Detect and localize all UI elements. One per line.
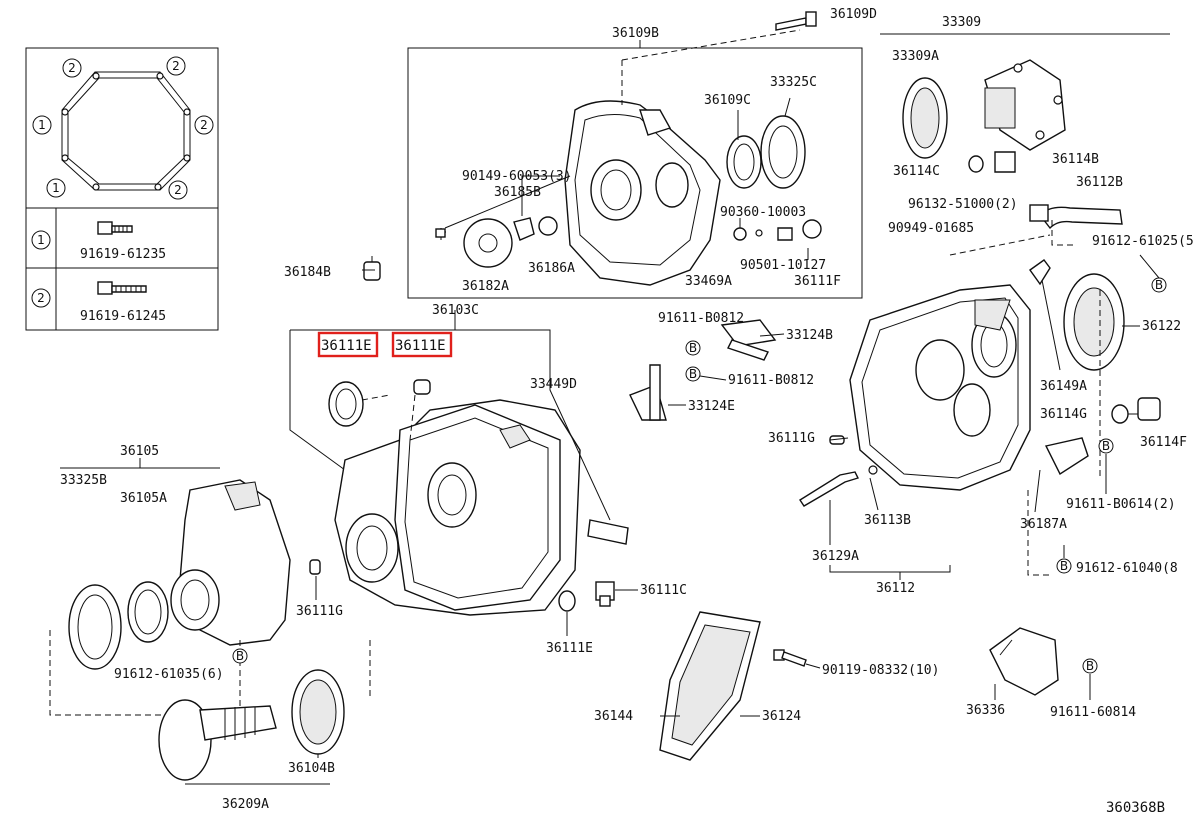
label-36109B: 36109B — [612, 26, 659, 41]
part-labels: 36109B 36109D 33309 33309A 36109C 33325C… — [60, 7, 1194, 816]
label-36124: 36124 — [762, 709, 801, 724]
label-36111F: 36111F — [794, 274, 841, 289]
bolt-icon — [363, 256, 381, 281]
label-36111E-bottom: 36111E — [546, 641, 593, 656]
hose-36112B — [1029, 204, 1123, 230]
label-33309A: 33309A — [892, 49, 939, 64]
label-36114C: 36114C — [893, 164, 940, 179]
label-33124E: 33124E — [688, 399, 735, 414]
case-36112 — [629, 220, 1161, 580]
label-33124B: 33124B — [786, 328, 833, 343]
label-33469A: 33469A — [685, 274, 732, 289]
b-marker: B — [236, 649, 244, 663]
b-marker: B — [1086, 659, 1094, 673]
label-36114B: 36114B — [1052, 152, 1099, 167]
legend-part-1: 91619-61235 — [80, 247, 166, 262]
marker-label: 2 — [37, 291, 45, 305]
b-marker: B — [1155, 278, 1163, 292]
label-36144: 36144 — [594, 709, 633, 724]
label-91611-B0614: 91611-B0614(2) — [1066, 497, 1176, 512]
bolt-icon — [775, 11, 817, 31]
label-91612-61040: 91612-61040(8 — [1076, 561, 1178, 576]
gasket-bolt-holes — [61, 72, 191, 191]
label-36111C: 36111C — [640, 583, 687, 598]
label-36109C: 36109C — [704, 93, 751, 108]
legend-part-2: 91619-61245 — [80, 309, 166, 324]
highlight-box — [317, 331, 379, 358]
oil-pan-36144 — [659, 611, 761, 761]
label-91611-B0812-b: 91611-B0812 — [728, 373, 814, 388]
b-marker: B — [1102, 439, 1110, 453]
b-marker: B — [1060, 559, 1068, 573]
label-36186A: 36186A — [528, 261, 575, 276]
label-90149: 90149-60053(3) — [462, 169, 572, 184]
gasket-legend: 2 2 1 2 1 2 1 2 91619-61235 91619-61245 — [25, 47, 219, 331]
label-36336: 36336 — [966, 703, 1005, 718]
label-36149A: 36149A — [1040, 379, 1087, 394]
label-36111E-highlighted-2: 36111E — [395, 338, 446, 354]
housing-36105 — [49, 458, 371, 716]
output-shaft-36209A — [158, 669, 345, 785]
extension-housing-group — [407, 29, 863, 299]
highlight-box — [391, 331, 453, 358]
label-36103C: 36103C — [432, 303, 479, 318]
bolt-icon — [97, 221, 133, 235]
legend-markers: 2 2 1 2 1 2 1 2 — [31, 56, 214, 308]
marker-label: 2 — [68, 61, 76, 75]
bolt-icon — [773, 649, 807, 667]
label-36114G: 36114G — [1040, 407, 1087, 422]
label-91612-61025: 91612-61025(5 — [1092, 234, 1194, 249]
label-36105: 36105 — [120, 444, 159, 459]
label-33449D: 33449D — [530, 377, 577, 392]
diagram-id: 360368B — [1106, 800, 1165, 816]
label-36112B: 36112B — [1076, 175, 1123, 190]
marker-label: 2 — [200, 118, 208, 132]
label-33309: 33309 — [942, 15, 981, 30]
label-36129A: 36129A — [812, 549, 859, 564]
label-36113B: 36113B — [864, 513, 911, 528]
b-marker: B — [689, 341, 697, 355]
label-36111E-highlighted-1: 36111E — [321, 338, 372, 354]
label-90119: 90119-08332(10) — [822, 663, 939, 678]
label-36185B: 36185B — [494, 185, 541, 200]
label-91611-B0812-a: 91611-B0812 — [658, 311, 744, 326]
bracket-36336 — [989, 627, 1059, 696]
marker-label: 1 — [52, 181, 60, 195]
label-36187A: 36187A — [1020, 517, 1067, 532]
label-90501: 90501-10127 — [740, 258, 826, 273]
label-36105A: 36105A — [120, 491, 167, 506]
marker-label: 2 — [172, 59, 180, 73]
label-36114F: 36114F — [1140, 435, 1187, 450]
leader-lines — [315, 254, 1160, 758]
label-33325C: 33325C — [770, 75, 817, 90]
label-91612-61035: 91612-61035(6) — [114, 667, 224, 682]
marker-label: 2 — [174, 183, 182, 197]
label-91611-60814: 91611-60814 — [1050, 705, 1136, 720]
marker-label: 1 — [38, 118, 46, 132]
label-36184B: 36184B — [284, 265, 331, 280]
label-90949: 90949-01685 — [888, 221, 974, 236]
flange-33309 — [880, 33, 1170, 173]
b-marker: B — [689, 367, 697, 381]
label-36109D: 36109D — [830, 7, 877, 22]
transfer-case-36103C — [289, 310, 629, 616]
label-36104B: 36104B — [288, 761, 335, 776]
label-36209A: 36209A — [222, 797, 269, 812]
bolt-icon — [97, 281, 147, 295]
label-36122: 36122 — [1142, 319, 1181, 334]
label-90360: 90360-10003 — [720, 205, 806, 220]
label-36111G-right: 36111G — [768, 431, 815, 446]
b-markers: B B B B B B B — [232, 277, 1167, 674]
label-36111G-left: 36111G — [296, 604, 343, 619]
label-36112: 36112 — [876, 581, 915, 596]
marker-label: 1 — [37, 233, 45, 247]
label-96132: 96132-51000(2) — [908, 197, 1018, 212]
label-33325B: 33325B — [60, 473, 107, 488]
label-36182A: 36182A — [462, 279, 509, 294]
